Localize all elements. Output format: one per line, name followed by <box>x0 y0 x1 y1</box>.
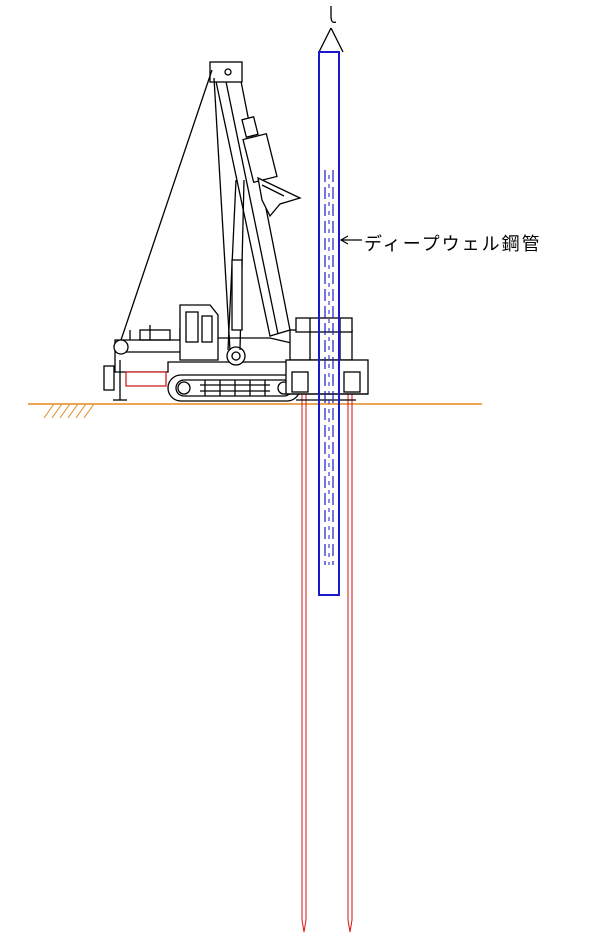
pile-driver-machine <box>103 61 369 402</box>
ground-hatch-icon <box>43 403 95 419</box>
hammer-head <box>241 116 302 218</box>
counterweight <box>125 371 167 387</box>
crane-hook-icon <box>318 6 344 53</box>
borehole <box>301 371 353 933</box>
deep-well-steel-pipe <box>318 51 340 596</box>
steel-pipe-label: ディープウェル鋼管 <box>364 234 542 255</box>
crawler-track <box>167 374 301 402</box>
arrow-left-icon <box>339 235 362 245</box>
